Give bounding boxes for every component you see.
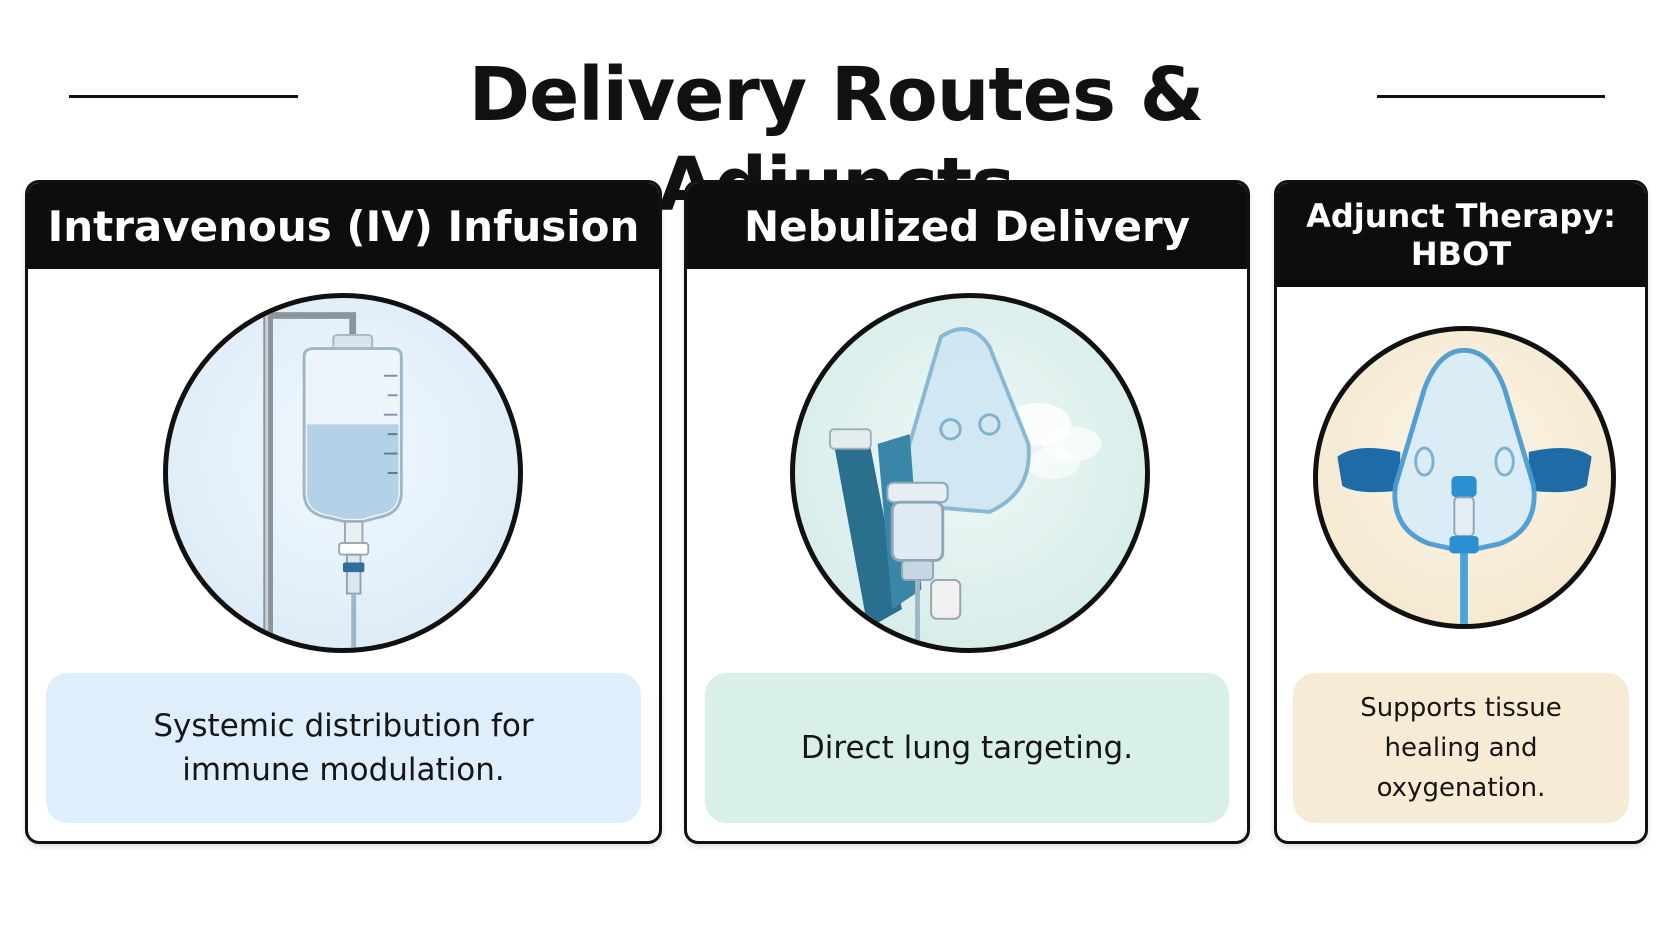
card-iv-infusion: Intravenous (IV) Infusion Systemic distr… <box>25 180 662 844</box>
title-row: Delivery Routes & Adjuncts <box>0 40 1672 228</box>
card-description: Direct lung targeting. <box>705 673 1229 823</box>
title-divider-left <box>69 95 298 98</box>
card-heading: Adjunct Therapy: HBOT <box>1277 183 1645 287</box>
title-divider-right <box>1377 95 1605 98</box>
iv-bag-icon <box>163 293 523 653</box>
card-nebulized-delivery: Nebulized Delivery Direct lung targeting… <box>684 180 1250 844</box>
card-adjunct-hbot: Adjunct Therapy: HBOT Supports tissue he… <box>1274 180 1648 844</box>
card-description: Supports tissue healing and oxygenation. <box>1293 673 1629 823</box>
oxygen-mask-icon <box>1313 326 1616 629</box>
card-heading: Intravenous (IV) Infusion <box>28 183 659 269</box>
card-description: Systemic distribution for immune modulat… <box>46 673 641 823</box>
card-heading: Nebulized Delivery <box>687 183 1247 269</box>
nebulizer-mask-icon <box>790 293 1150 653</box>
